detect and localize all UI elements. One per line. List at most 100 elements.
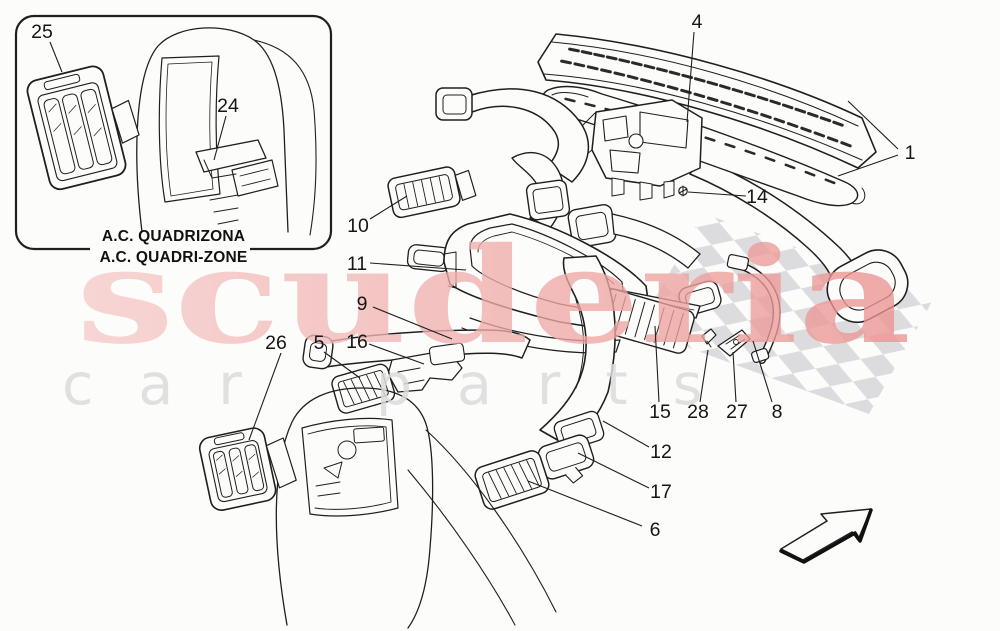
inset-caption-line1: A.C. QUADRIZONA bbox=[101, 228, 246, 245]
part-callout-14: 14 bbox=[746, 186, 768, 208]
grille-slot bbox=[781, 103, 794, 110]
watermark-tagline: car parts bbox=[62, 352, 747, 418]
grille-slot bbox=[794, 107, 807, 114]
part-11-leader bbox=[369, 262, 467, 271]
grille-slot bbox=[733, 104, 746, 111]
part-callout-1: 1 bbox=[905, 142, 916, 164]
floor-vent-grille bbox=[474, 450, 550, 510]
grille-slot bbox=[813, 131, 826, 138]
part-6-leader bbox=[527, 480, 643, 527]
part-callout-16: 16 bbox=[346, 331, 368, 353]
part-callout-28: 28 bbox=[687, 401, 709, 423]
part-12-leader bbox=[602, 420, 650, 448]
up-right-3d-arrow-icon bbox=[779, 508, 873, 564]
part-callout-15: 15 bbox=[649, 401, 671, 423]
part-15-leader bbox=[654, 325, 660, 403]
part-callout-25: 25 bbox=[31, 21, 53, 43]
part-14-leader bbox=[687, 191, 747, 197]
rear-console-grille bbox=[331, 363, 396, 414]
grille-slot bbox=[724, 142, 736, 149]
part-9-leader bbox=[372, 306, 453, 340]
part-callout-12: 12 bbox=[650, 441, 672, 463]
inset-box bbox=[14, 14, 333, 256]
grille-slot bbox=[706, 80, 719, 87]
grille-slot bbox=[605, 55, 618, 61]
grille-slot bbox=[744, 149, 756, 155]
inset-console-vent bbox=[26, 65, 140, 191]
grille-slot bbox=[593, 52, 605, 58]
drain-hose bbox=[726, 254, 781, 364]
part-10-leader bbox=[369, 195, 408, 220]
grille-slot bbox=[643, 64, 656, 70]
grille-slot bbox=[764, 156, 776, 162]
grille-slot bbox=[807, 111, 819, 118]
grille-slot bbox=[693, 77, 706, 83]
grille-slot bbox=[786, 122, 799, 128]
grille-slot bbox=[626, 74, 639, 80]
grille-slot bbox=[704, 136, 716, 142]
grille-slot bbox=[731, 87, 744, 94]
checkered-flag bbox=[638, 213, 934, 414]
rear-seat-back bbox=[275, 387, 557, 629]
grille-slot bbox=[719, 84, 731, 90]
rear-console-vent bbox=[198, 427, 297, 511]
part-callout-17: 17 bbox=[650, 481, 672, 503]
grille-slot bbox=[744, 91, 756, 98]
grille-slot bbox=[826, 136, 839, 143]
grille-slot bbox=[573, 62, 586, 68]
part-26-leader bbox=[248, 352, 282, 441]
grille-slot bbox=[580, 50, 593, 55]
grille-slot bbox=[720, 100, 732, 107]
part-5-leader bbox=[323, 351, 361, 379]
part-27-leader bbox=[732, 351, 737, 403]
grille-slot bbox=[668, 70, 681, 76]
grille-slot bbox=[640, 78, 652, 84]
grille-slot bbox=[586, 65, 599, 71]
defroster-grille bbox=[537, 33, 877, 185]
grille-slot bbox=[706, 96, 719, 102]
part-1-leader bbox=[847, 100, 899, 150]
center-vent-assembly bbox=[581, 99, 703, 201]
screw-fastener bbox=[678, 185, 688, 197]
part-4-leader bbox=[686, 31, 695, 123]
grille-slot bbox=[564, 97, 576, 103]
grille-slot bbox=[693, 92, 706, 99]
grille-slot bbox=[760, 113, 772, 119]
grille-slot bbox=[819, 116, 832, 123]
part-callout-9: 9 bbox=[357, 293, 368, 315]
hose-clip bbox=[701, 328, 717, 348]
part-callout-5: 5 bbox=[314, 332, 325, 354]
inset-bracket bbox=[195, 139, 279, 197]
part-callout-11: 11 bbox=[347, 253, 367, 275]
grille-slot bbox=[600, 68, 612, 74]
grille-slot bbox=[584, 102, 596, 108]
part-16-leader bbox=[368, 343, 425, 365]
grille-slot bbox=[824, 178, 836, 185]
inset-caption-line2: A.C. QUADRI-ZONE bbox=[99, 249, 248, 266]
right-air-duct bbox=[689, 157, 909, 324]
grille-slot bbox=[613, 71, 626, 77]
part-28-leader bbox=[699, 349, 709, 403]
upper-left-duct bbox=[435, 87, 590, 183]
part-17-leader bbox=[577, 452, 650, 489]
grille-slot bbox=[631, 61, 643, 67]
grille-slot bbox=[773, 117, 786, 124]
hose-bracket bbox=[717, 329, 751, 357]
grille-slot bbox=[618, 58, 631, 64]
part-callout-26: 26 bbox=[265, 332, 287, 354]
grille-slot bbox=[840, 141, 852, 148]
grille-slot bbox=[666, 85, 679, 91]
grille-slot bbox=[756, 95, 769, 102]
part-callout-8: 8 bbox=[772, 401, 783, 423]
part-callout-10: 10 bbox=[347, 215, 369, 237]
grille-slot bbox=[746, 108, 759, 115]
grille-slot bbox=[784, 163, 796, 170]
descending-duct bbox=[537, 255, 616, 484]
part-24-leader bbox=[213, 115, 227, 161]
watermark-brand: scuderia bbox=[76, 219, 911, 374]
grille-slot bbox=[656, 67, 668, 73]
part-8-leader bbox=[752, 340, 773, 403]
part-1-leader-1 bbox=[837, 154, 899, 177]
